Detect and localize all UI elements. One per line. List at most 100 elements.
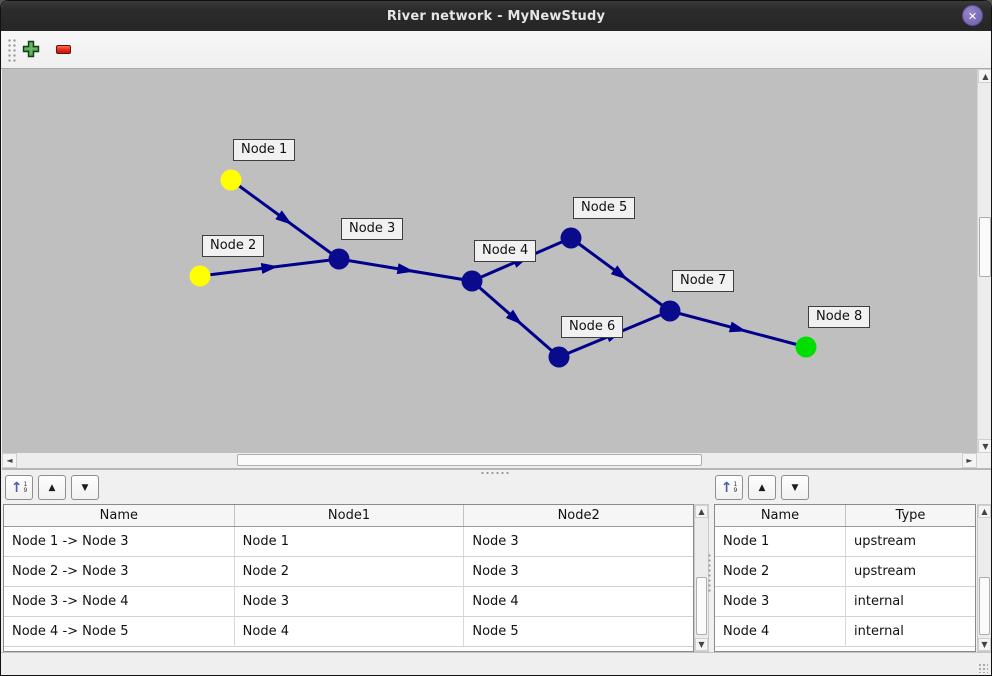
flow-direction-arrow-icon xyxy=(260,263,279,274)
network-node[interactable] xyxy=(548,346,570,368)
table-row[interactable]: Node 3 internal xyxy=(715,587,975,617)
flow-direction-arrow-icon xyxy=(728,321,747,333)
node-label[interactable]: Node 5 xyxy=(573,197,636,219)
network-node[interactable] xyxy=(560,227,582,249)
left-arrow-icon: ◄ xyxy=(6,456,13,465)
network-node[interactable] xyxy=(461,270,483,292)
right-arrow-icon: ► xyxy=(966,456,973,465)
remove-node-button[interactable] xyxy=(50,36,76,62)
table-row[interactable]: Node 4 internal xyxy=(715,617,975,647)
nodes-move-up-button[interactable]: ▲ xyxy=(748,475,776,500)
resize-grip[interactable] xyxy=(978,663,988,673)
network-node[interactable] xyxy=(659,300,681,322)
down-arrow-icon: ▼ xyxy=(982,441,989,451)
node-label[interactable]: Node 3 xyxy=(341,218,404,240)
network-node[interactable] xyxy=(189,265,211,287)
table-cell[interactable]: Node 3 xyxy=(472,534,519,549)
table-row[interactable]: Node 2 upstream xyxy=(715,557,975,587)
table-cell[interactable]: Node 1 -> Node 3 xyxy=(4,527,235,556)
scroll-down-button[interactable]: ▼ xyxy=(695,638,708,651)
close-button[interactable]: ✕ xyxy=(962,5,983,26)
table-cell[interactable]: Node 1 xyxy=(715,527,846,556)
add-node-button[interactable] xyxy=(18,36,44,62)
main-toolbar xyxy=(1,31,991,69)
vertical-scroll-thumb[interactable] xyxy=(979,217,991,277)
canvas-vertical-scrollbar[interactable]: ▲ ▼ xyxy=(977,69,991,453)
splitter-handle-icon xyxy=(480,471,510,475)
branches-move-up-button[interactable]: ▲ xyxy=(38,475,66,500)
down-arrow-icon: ▼ xyxy=(698,640,705,649)
nodes-table-scrollbar[interactable]: ▲ ▼ xyxy=(977,504,991,652)
scroll-down-button[interactable]: ▼ xyxy=(978,638,991,651)
horizontal-scroll-thumb[interactable] xyxy=(237,454,702,466)
table-cell[interactable]: Node 2 xyxy=(715,557,846,586)
plus-icon xyxy=(22,40,40,58)
scroll-left-button[interactable]: ◄ xyxy=(2,453,17,468)
river-network-canvas[interactable]: Node 1 Node 2 Node 3 Node 4 Node 5 Node 6 Node… xyxy=(2,69,977,453)
scroll-down-button[interactable]: ▼ xyxy=(978,439,991,453)
pane-splitter[interactable] xyxy=(2,468,991,475)
table-cell[interactable]: Node 2 -> Node 3 xyxy=(4,557,235,586)
network-canvas-row: Node 1 Node 2 Node 3 Node 4 Node 5 Node 6 Node… xyxy=(2,69,991,453)
table-row-partial xyxy=(715,647,975,651)
node-label[interactable]: Node 7 xyxy=(672,270,735,292)
node-label[interactable]: Node 4 xyxy=(474,240,537,262)
column-header[interactable]: Node2 xyxy=(557,508,600,523)
canvas-horizontal-scrollbar[interactable]: ◄ ► xyxy=(2,453,991,468)
table-cell[interactable]: upstream xyxy=(854,564,917,579)
table-cell[interactable]: Node 1 xyxy=(235,527,465,556)
table-cell[interactable]: Node 4 -> Node 5 xyxy=(4,617,235,646)
table-cell[interactable]: Node 3 xyxy=(715,587,846,616)
table-row[interactable]: Node 1 upstream xyxy=(715,527,975,557)
up-triangle-icon: ▲ xyxy=(48,482,56,493)
network-node[interactable] xyxy=(328,248,350,270)
network-node[interactable] xyxy=(220,169,242,191)
table-cell[interactable]: internal xyxy=(854,624,904,639)
node-label[interactable]: Node 6 xyxy=(561,316,624,338)
flow-direction-arrow-icon xyxy=(505,309,523,325)
column-header[interactable]: Node1 xyxy=(235,505,465,526)
node-label[interactable]: Node 2 xyxy=(202,235,265,257)
column-header[interactable]: Name xyxy=(4,505,235,526)
flow-direction-arrow-icon xyxy=(396,263,415,275)
table-cell[interactable]: Node 2 xyxy=(235,557,465,586)
column-header[interactable]: Type xyxy=(895,508,926,523)
tables-splitter-handle[interactable] xyxy=(707,553,713,593)
up-arrow-icon: ▲ xyxy=(982,71,989,81)
table-cell[interactable]: Node 5 xyxy=(472,624,519,639)
toolbar-drag-handle[interactable] xyxy=(7,38,16,63)
branches-move-down-button[interactable]: ▼ xyxy=(71,475,99,500)
down-triangle-icon: ▼ xyxy=(791,482,799,493)
node-label[interactable]: Node 8 xyxy=(808,306,871,328)
table-cell[interactable]: Node 4 xyxy=(715,617,846,646)
vertical-scroll-thumb[interactable] xyxy=(696,577,707,635)
network-node[interactable] xyxy=(795,336,817,358)
scroll-up-button[interactable]: ▲ xyxy=(978,69,991,83)
table-cell[interactable]: upstream xyxy=(854,534,917,549)
node-label[interactable]: Node 1 xyxy=(233,139,296,161)
down-arrow-icon: ▼ xyxy=(981,640,988,649)
table-cell[interactable]: Node 3 xyxy=(235,587,465,616)
nodes-move-down-button[interactable]: ▼ xyxy=(781,475,809,500)
table-cell[interactable]: Node 4 xyxy=(235,617,465,646)
table-cell[interactable]: internal xyxy=(854,594,904,609)
table-cell[interactable]: Node 4 xyxy=(472,594,519,609)
down-triangle-icon: ▼ xyxy=(81,482,89,493)
table-cell[interactable]: Node 3 xyxy=(472,564,519,579)
column-header[interactable]: Name xyxy=(715,505,846,526)
scroll-right-button[interactable]: ► xyxy=(962,453,977,468)
flow-direction-arrow-icon xyxy=(275,210,293,225)
vertical-scroll-thumb[interactable] xyxy=(979,577,990,635)
scroll-up-button[interactable]: ▲ xyxy=(695,505,708,518)
table-cell[interactable]: Node 3 -> Node 4 xyxy=(4,587,235,616)
scroll-up-button[interactable]: ▲ xyxy=(978,505,991,518)
